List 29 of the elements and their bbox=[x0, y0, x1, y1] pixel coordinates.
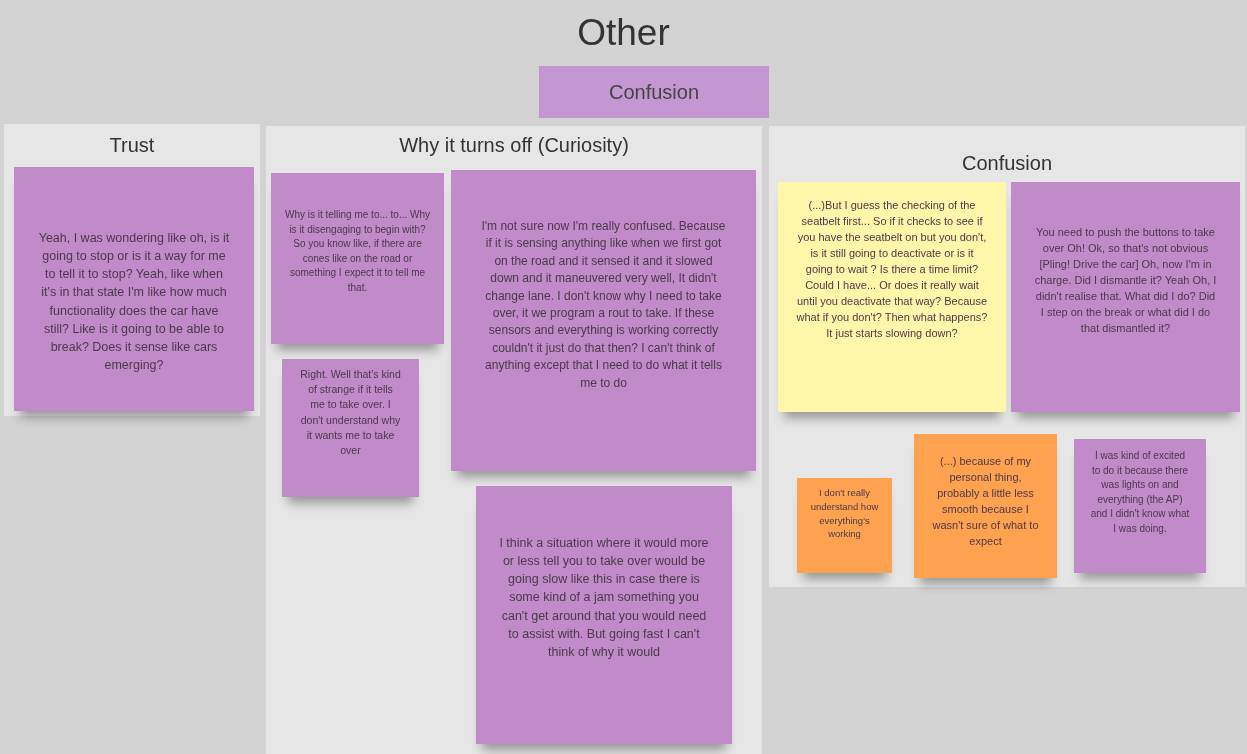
note-text: I don't really understand how everything's working bbox=[809, 486, 880, 542]
category-tag bbox=[539, 66, 769, 118]
board-title: Other bbox=[577, 12, 670, 53]
sticky-note bbox=[797, 478, 892, 573]
sticky-note bbox=[282, 359, 419, 497]
note-text: I think a situation where it would more or less tell you to take over would be going slow like this in case there is some kind of a jam something you can't get around that you would need to assist with. But going fast I can't think of why it would bbox=[498, 535, 710, 661]
note-text: I'm not sure now I'm really confused. Because if it is sensing anything like when we first got on the road and it sensed it and it slowed down and it maneuvered very well, It didn't change lane. I don't know why I need to take over, it we program a rout to take. If these sensors and everything is working correctly couldn't it just do that then? I can't think of anything except that I need to do what it tells me to do bbox=[481, 218, 726, 392]
sticky-note bbox=[778, 182, 1006, 412]
sticky-note bbox=[14, 167, 254, 411]
group-heading: Confusion bbox=[961, 152, 1053, 174]
group-panel bbox=[769, 126, 1245, 587]
group-panel bbox=[4, 124, 260, 416]
sticky-note bbox=[1074, 439, 1206, 573]
sticky-note bbox=[476, 486, 732, 744]
note-text: (...)But I guess the checking of the seatbelt first... So if it checks to see if you have the seatbelt on but you don't, is it still going to deactivate or is it going to wait ? Is there a time limit? Could I have... Or does it really wait until you deactivate that way? Because what if you don't? Then what happens? It just starts slowing down? bbox=[796, 198, 988, 341]
note-text: Right. Well that's kind of strange if it tells me to take over. I don't understand why it wants me to take over bbox=[300, 367, 401, 459]
note-text: You need to push the buttons to take over Oh! Ok, so that's not obvious [Pling! Drive the car] Oh, now I'm in charge. Did I dismantle it? Yeah Oh, I didn't realise that. What did I do? Did I step on the break or what did I do that dismantled it? bbox=[1033, 225, 1218, 336]
sticky-note bbox=[271, 173, 444, 344]
sticky-note bbox=[914, 434, 1057, 578]
note-text: (...) because of my personal thing, probably a little less smooth because I wasn't sure of what to expect bbox=[931, 454, 1040, 549]
tag-label: Confusion bbox=[608, 80, 700, 104]
group-panel bbox=[266, 126, 762, 754]
note-text: I was kind of excited to do it because there was lights on and everything (the AP) and I didn't know what I was doing. bbox=[1090, 449, 1190, 536]
sticky-note bbox=[451, 170, 756, 471]
note-text: Yeah, I was wondering like oh, is it going to stop or is it a way for me to tell it to stop? Yeah, like when it's in that state I'm like how much functionality does the car have still? Like is it going to be able to break? Does it sense like cars emerging? bbox=[37, 230, 231, 374]
note-text: Why is it telling me to... to... Why is it disengaging to begin with? So you know like, if there are cones like on the road or something I expect it to tell me that. bbox=[283, 208, 431, 295]
group-heading: Trust bbox=[109, 134, 155, 156]
sticky-note bbox=[1011, 182, 1240, 412]
group-heading: Why it turns off (Curiosity) bbox=[399, 134, 629, 156]
